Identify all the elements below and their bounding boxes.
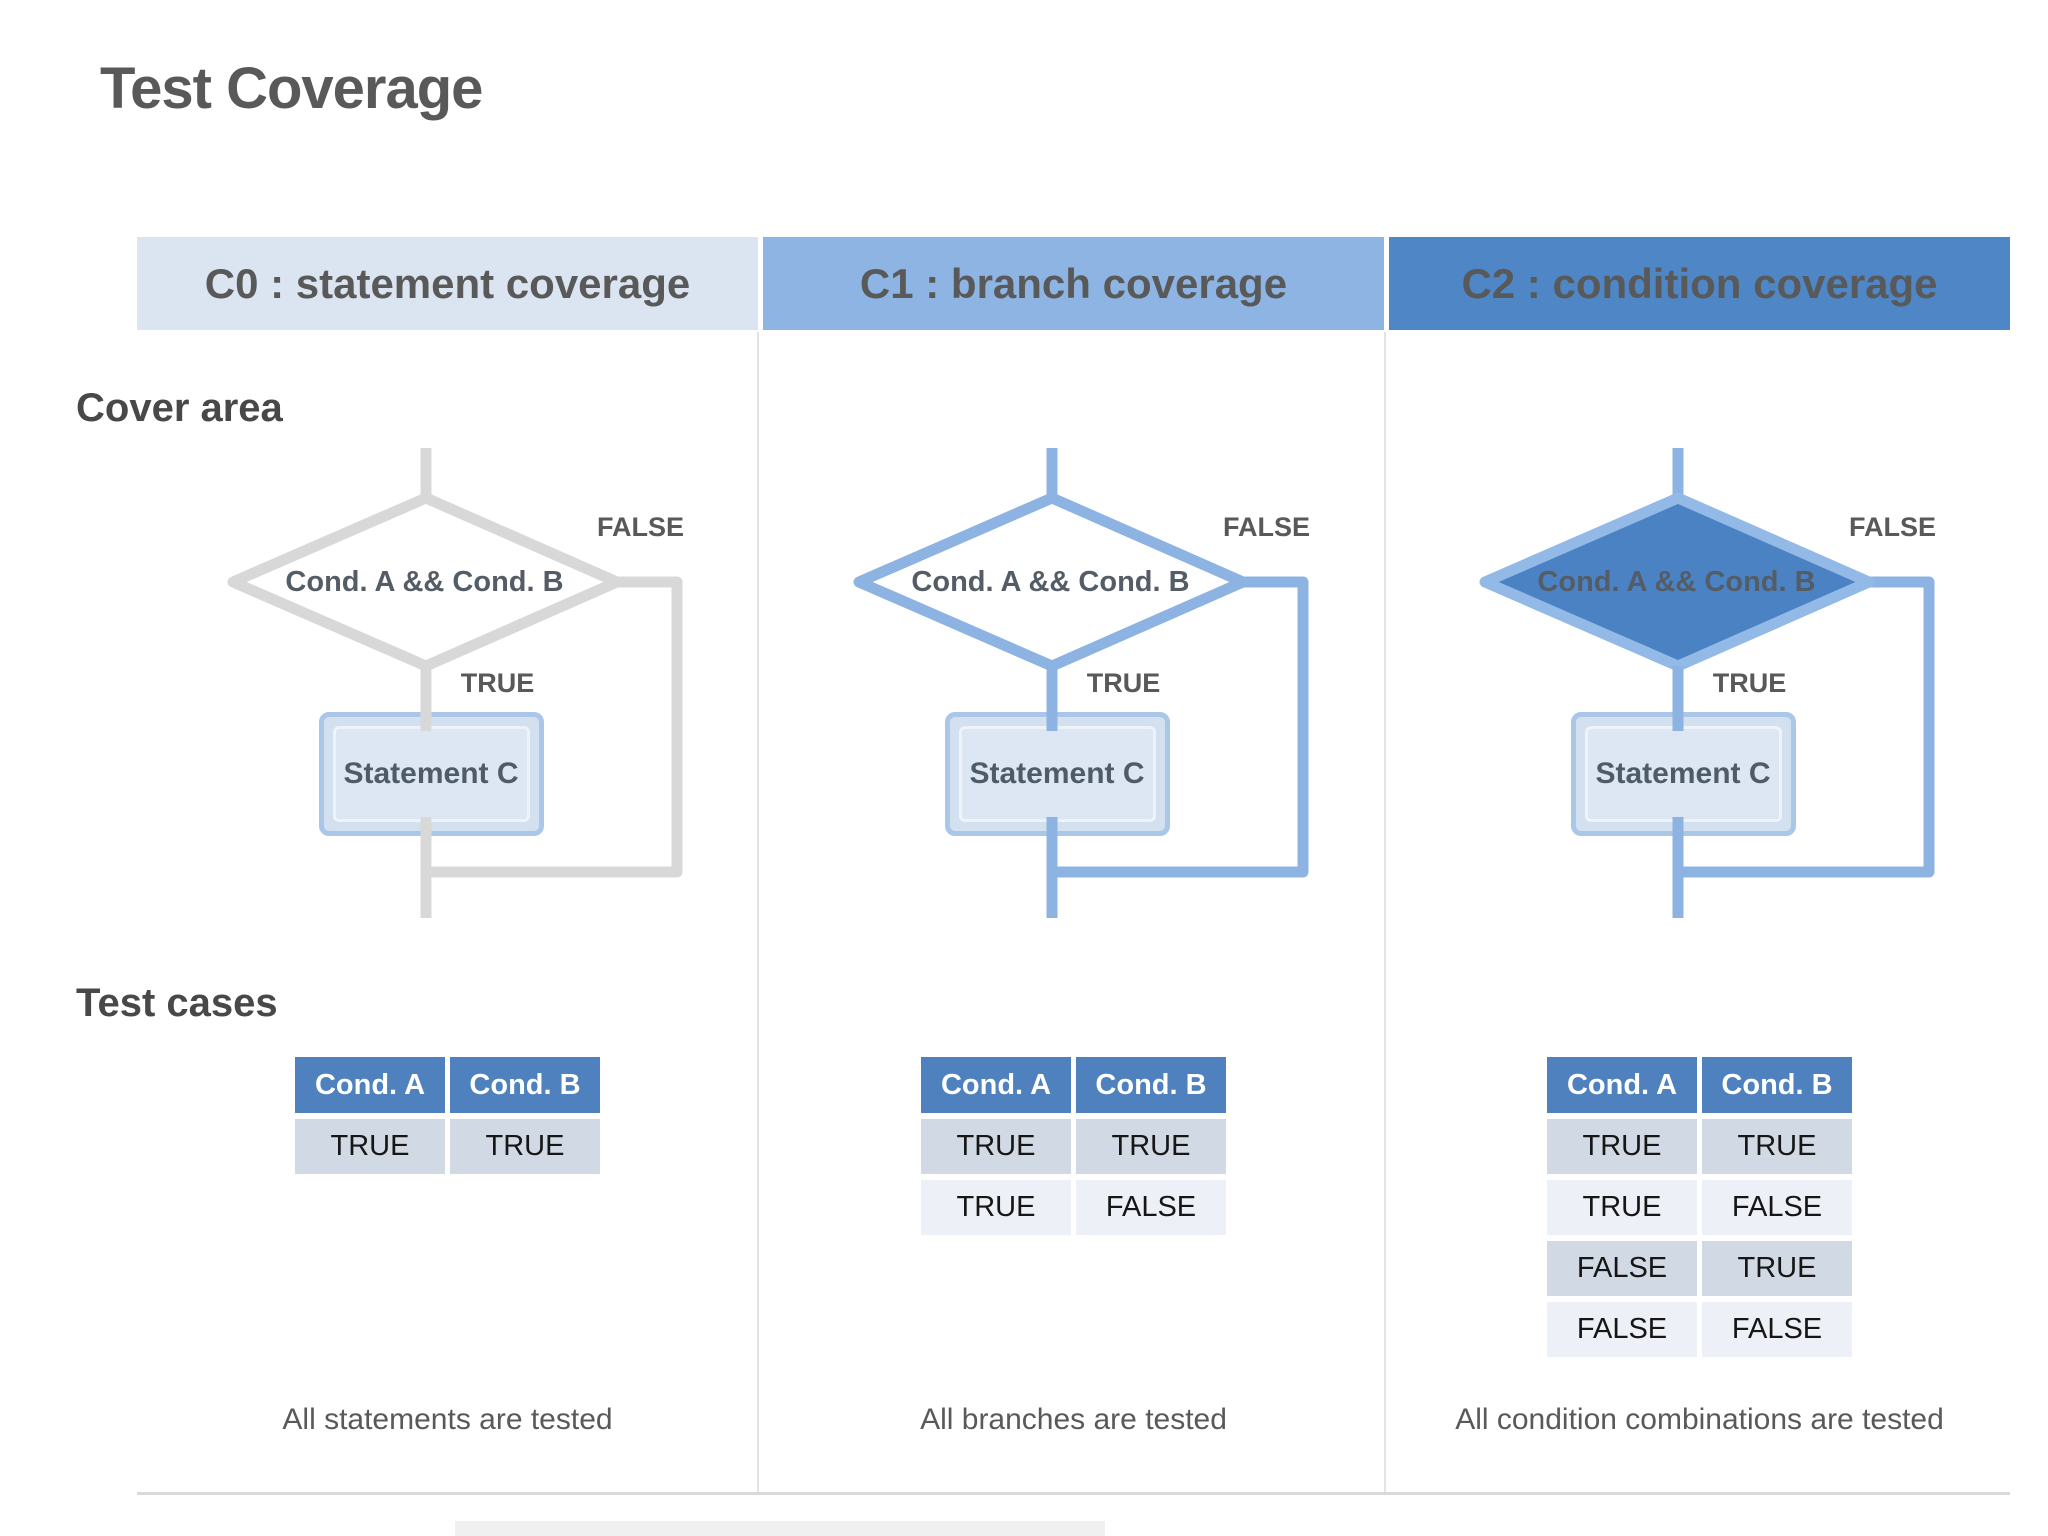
column-caption-c1: All branches are tested bbox=[920, 1403, 1227, 1436]
col-header-cond-b: Cond. B bbox=[450, 1057, 600, 1113]
page-title: Test Coverage bbox=[100, 56, 483, 121]
test-cases-table-c1: Cond. A Cond. B TRUE TRUE TRUE FALSE bbox=[916, 1051, 1231, 1241]
bottom-rule bbox=[137, 1492, 2010, 1495]
col-header-cond-b: Cond. B bbox=[1076, 1057, 1226, 1113]
col-header-cond-a: Cond. A bbox=[1547, 1057, 1697, 1113]
bottom-strip bbox=[455, 1521, 1105, 1536]
column-caption-c2: All condition combinations are tested bbox=[1455, 1403, 1944, 1436]
cell-cond-b: FALSE bbox=[1076, 1180, 1226, 1235]
cell-cond-a: TRUE bbox=[921, 1119, 1071, 1174]
cell-cond-b: TRUE bbox=[450, 1119, 600, 1174]
table-header-row: Cond. A Cond. B bbox=[1547, 1057, 1852, 1113]
flowchart-c0: Statement C FALSE TRUE Cond. A && Cond. … bbox=[138, 440, 758, 920]
column-header-c2: C2 : condition coverage bbox=[1389, 237, 2010, 330]
statement-label: Statement C bbox=[969, 757, 1145, 790]
statement-label: Statement C bbox=[1595, 757, 1771, 790]
column-c1-branch-coverage: C1 : branch coverage Statement C FALSE T… bbox=[763, 237, 1384, 1494]
comparison-board: C0 : statement coverage Statement C FALS… bbox=[137, 237, 2010, 1495]
statement-box: Statement C bbox=[1570, 712, 1796, 836]
flowchart-c1: Statement C FALSE TRUE Cond. A && Cond. … bbox=[764, 440, 1384, 920]
test-cases-label: Test cases bbox=[76, 981, 278, 1025]
col-header-cond-a: Cond. A bbox=[921, 1057, 1071, 1113]
cell-cond-a: TRUE bbox=[1547, 1119, 1697, 1174]
column-c0-statement-coverage: C0 : statement coverage Statement C FALS… bbox=[137, 237, 758, 1494]
cell-cond-b: TRUE bbox=[1702, 1241, 1852, 1296]
test-cases-table-wrap: Cond. A Cond. B TRUE TRUE TRUE FALSE FAL… bbox=[1389, 1051, 2010, 1363]
table-header-row: Cond. A Cond. B bbox=[295, 1057, 600, 1113]
column-divider bbox=[1384, 332, 1386, 1494]
table-row: TRUE TRUE bbox=[921, 1119, 1226, 1174]
condition-label: Cond. A && Cond. B bbox=[285, 565, 564, 598]
table-row: TRUE FALSE bbox=[921, 1180, 1226, 1235]
statement-box: Statement C bbox=[318, 712, 544, 836]
cell-cond-a: FALSE bbox=[1547, 1302, 1697, 1357]
false-branch-label: FALSE bbox=[596, 512, 684, 542]
cover-area-label: Cover area bbox=[76, 386, 283, 430]
true-branch-label: TRUE bbox=[460, 668, 535, 698]
column-caption-c0: All statements are tested bbox=[282, 1403, 613, 1436]
col-header-cond-b: Cond. B bbox=[1702, 1057, 1852, 1113]
cell-cond-a: TRUE bbox=[295, 1119, 445, 1174]
table-row: FALSE TRUE bbox=[1547, 1241, 1852, 1296]
column-c2-condition-coverage: C2 : condition coverage Statement C FALS… bbox=[1389, 237, 2010, 1494]
column-header-c0: C0 : statement coverage bbox=[137, 237, 758, 330]
false-branch-label: FALSE bbox=[1848, 512, 1936, 542]
cell-cond-a: FALSE bbox=[1547, 1241, 1697, 1296]
col-header-cond-a: Cond. A bbox=[295, 1057, 445, 1113]
condition-label: Cond. A && Cond. B bbox=[1537, 565, 1816, 598]
true-branch-label: TRUE bbox=[1712, 668, 1787, 698]
table-row: TRUE TRUE bbox=[1547, 1119, 1852, 1174]
statement-box-inner: Statement C bbox=[332, 726, 530, 822]
cell-cond-b: FALSE bbox=[1702, 1180, 1852, 1235]
statement-label: Statement C bbox=[343, 757, 519, 790]
column-header-c1: C1 : branch coverage bbox=[763, 237, 1384, 330]
cell-cond-b: TRUE bbox=[1702, 1119, 1852, 1174]
table-header-row: Cond. A Cond. B bbox=[921, 1057, 1226, 1113]
table-row: FALSE FALSE bbox=[1547, 1302, 1852, 1357]
cell-cond-b: TRUE bbox=[1076, 1119, 1226, 1174]
statement-box-inner: Statement C bbox=[1584, 726, 1782, 822]
column-divider bbox=[757, 332, 759, 1494]
true-branch-label: TRUE bbox=[1086, 668, 1161, 698]
statement-box-inner: Statement C bbox=[958, 726, 1156, 822]
condition-label: Cond. A && Cond. B bbox=[911, 565, 1190, 598]
cell-cond-a: TRUE bbox=[921, 1180, 1071, 1235]
test-cases-table-c2: Cond. A Cond. B TRUE TRUE TRUE FALSE FAL… bbox=[1542, 1051, 1857, 1363]
cell-cond-a: TRUE bbox=[1547, 1180, 1697, 1235]
test-cases-table-wrap: Cond. A Cond. B TRUE TRUE TRUE FALSE bbox=[763, 1051, 1384, 1241]
statement-box: Statement C bbox=[944, 712, 1170, 836]
table-row: TRUE TRUE bbox=[295, 1119, 600, 1174]
test-cases-table-c0: Cond. A Cond. B TRUE TRUE bbox=[290, 1051, 605, 1180]
false-branch-label: FALSE bbox=[1222, 512, 1310, 542]
test-cases-table-wrap: Cond. A Cond. B TRUE TRUE bbox=[137, 1051, 758, 1180]
table-row: TRUE FALSE bbox=[1547, 1180, 1852, 1235]
cell-cond-b: FALSE bbox=[1702, 1302, 1852, 1357]
flowchart-c2: Statement C FALSE TRUE Cond. A && Cond. … bbox=[1390, 440, 2010, 920]
